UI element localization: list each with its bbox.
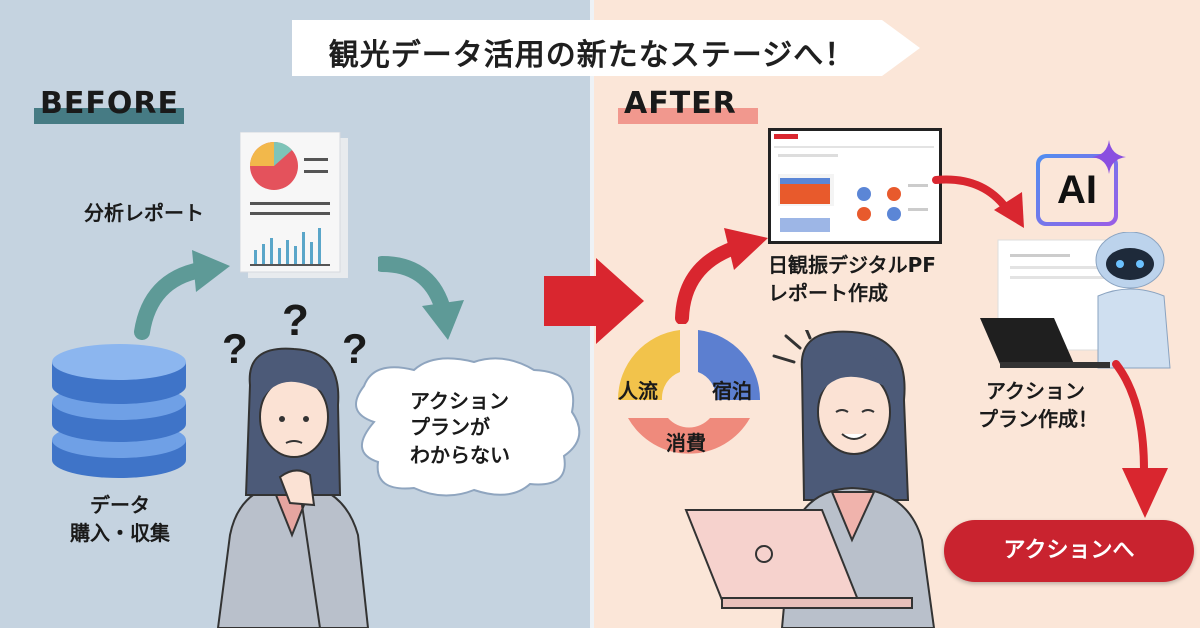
question-mark-2: ? <box>282 296 309 345</box>
segment-people-flow: 人流 <box>618 379 658 403</box>
red-arrow-to-ai-icon <box>932 175 1024 228</box>
thought-cloud-icon <box>355 357 581 497</box>
after-label-highlight <box>618 108 758 124</box>
data-purchase-label-2: 購入・収集 <box>70 521 170 545</box>
data-purchase-label-1: データ <box>90 493 150 517</box>
robot-icon <box>980 232 1171 369</box>
platform-label-2: レポート作成 <box>768 281 888 305</box>
red-arrow-up-icon <box>675 228 768 324</box>
question-mark-3: ? <box>342 325 368 372</box>
action-plan-label-1: アクション <box>986 379 1085 403</box>
teal-arrow-down-icon <box>378 256 464 340</box>
arrow-right-icon <box>544 258 644 344</box>
ai-badge-text: AI <box>1040 158 1114 222</box>
platform-label-1: 日観振デジタルPF <box>768 253 936 277</box>
happy-woman-illustration <box>684 330 936 628</box>
before-label-highlight <box>34 108 184 124</box>
segment-consumption: 消費 <box>666 431 706 455</box>
confused-woman-illustration <box>216 347 370 628</box>
headline-text: 観光データ活用の新たなステージへ！ <box>328 38 856 73</box>
ai-sparkle-icon: AI <box>1036 154 1118 226</box>
before-label: BEFORE <box>40 86 179 121</box>
bubble-text-3: わからない <box>410 443 510 467</box>
platform-dashboard-screenshot <box>768 128 942 244</box>
action-plan-label-2: プラン作成！ <box>978 407 1098 431</box>
red-arrow-down-icon <box>1112 360 1168 518</box>
after-label: AFTER <box>624 86 737 121</box>
go-to-action-button[interactable]: アクションへ <box>944 520 1194 582</box>
bubble-text-2: プランが <box>410 415 490 439</box>
bubble-text-1: アクション <box>410 389 509 413</box>
database-icon <box>52 344 186 478</box>
question-mark-1: ? <box>222 325 248 372</box>
teal-arrow-up-icon <box>134 250 230 340</box>
headline-banner: 観光データ活用の新たなステージへ！ <box>292 20 920 76</box>
segment-lodging: 宿泊 <box>712 379 752 403</box>
data-segments-donut <box>617 330 761 454</box>
analysis-report-label: 分析レポート <box>84 201 204 225</box>
report-document-icon <box>240 132 348 278</box>
sparkle-star-icon <box>1092 140 1126 174</box>
